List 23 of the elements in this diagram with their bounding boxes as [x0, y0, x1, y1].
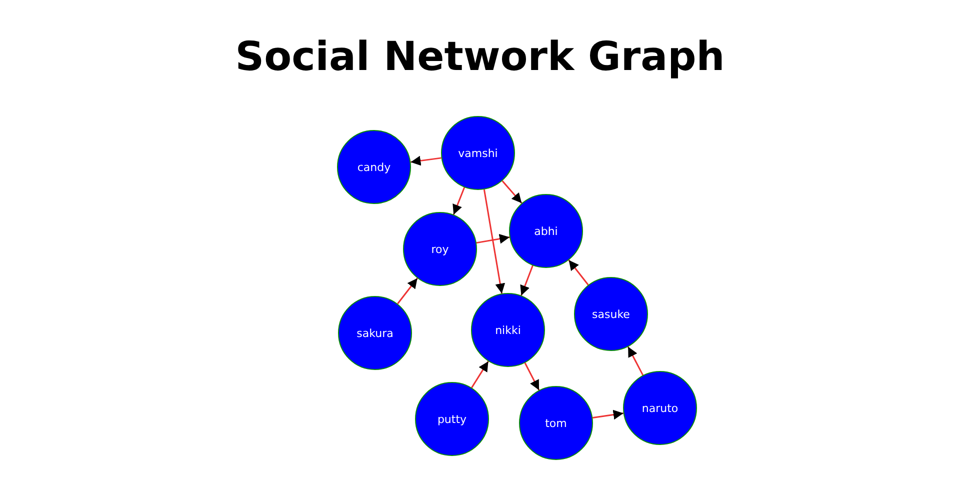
node-label: putty: [437, 412, 467, 426]
node-label: sakura: [356, 326, 394, 340]
node-label: candy: [357, 160, 391, 174]
arrow: [592, 410, 624, 420]
node-label: tom: [545, 416, 567, 430]
arrow: [568, 260, 589, 286]
arrow: [471, 360, 489, 388]
arrow: [524, 362, 540, 390]
arrow: [397, 278, 418, 304]
arrow: [483, 189, 506, 294]
node-label: roy: [431, 242, 449, 256]
node-label: sasuke: [592, 308, 630, 320]
node-label: nikki: [495, 324, 521, 336]
node-label: naruto: [642, 402, 678, 414]
arrow: [476, 234, 510, 244]
node-label: abhi: [534, 224, 558, 238]
arrow: [502, 180, 522, 204]
arrow: [410, 156, 442, 166]
arrow: [452, 187, 466, 215]
arrow: [520, 265, 534, 296]
node-label: vamshi: [458, 146, 498, 160]
arrow: [627, 346, 644, 376]
title: Social Network Graph: [235, 34, 725, 80]
